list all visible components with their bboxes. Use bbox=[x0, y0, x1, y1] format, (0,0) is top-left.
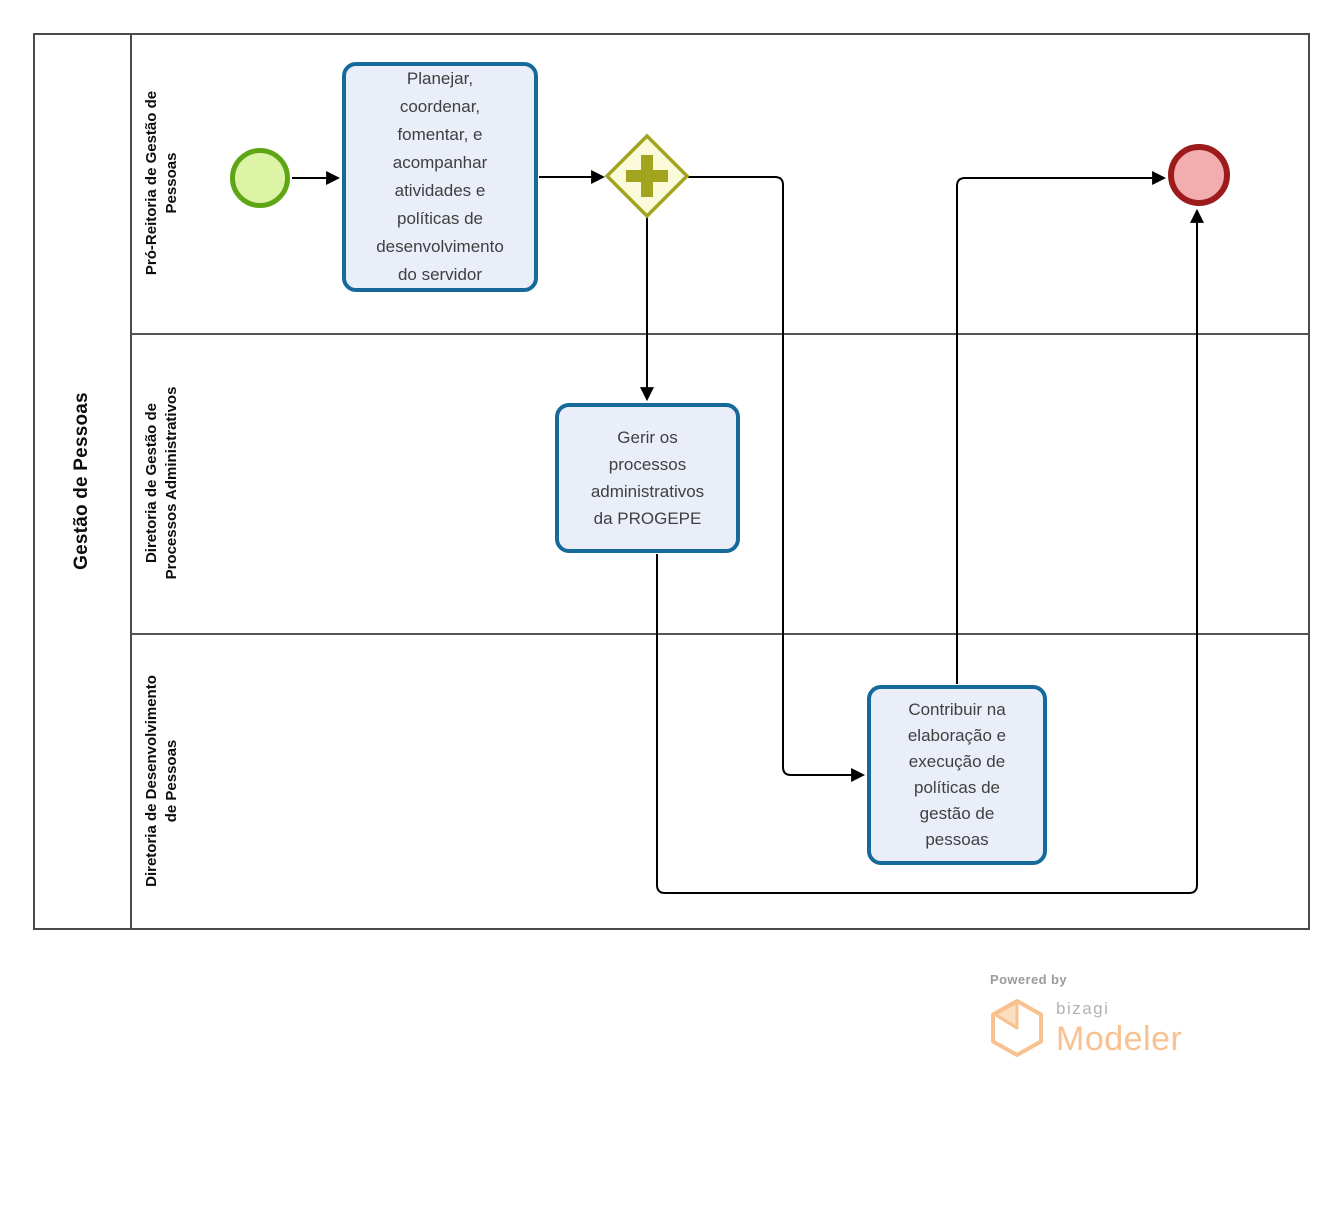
bizagi-wordmark: bizagi bbox=[1056, 999, 1110, 1018]
task-planejar-label: Planejar, coordenar, fomentar, e acompan… bbox=[376, 69, 504, 284]
task-gerir-label: Gerir os processos administrativos da PR… bbox=[590, 428, 705, 528]
lane-label-desenvolvimento: Diretoria de Desenvolvimento de Pessoas bbox=[143, 675, 180, 887]
lane-label-pro-reitoria: Pró-Reitoria de Gestão de Pessoas bbox=[143, 90, 180, 276]
task-gerir[interactable]: Gerir os processos administrativos da PR… bbox=[555, 403, 740, 553]
end-event[interactable] bbox=[1168, 144, 1230, 206]
start-event[interactable] bbox=[230, 148, 290, 208]
modeler-wordmark: Modeler bbox=[1056, 1020, 1183, 1058]
task-contribuir[interactable]: Contribuir na elaboração e execução de p… bbox=[867, 685, 1047, 865]
task-planejar[interactable]: Planejar, coordenar, fomentar, e acompan… bbox=[342, 62, 538, 292]
pool-title: Gestão de Pessoas bbox=[71, 392, 92, 570]
bizagi-modeler-logo: Powered by bizagi Modeler bbox=[988, 972, 1248, 1059]
lane-separator-2 bbox=[130, 633, 1308, 635]
task-contribuir-label: Contribuir na elaboração e execução de p… bbox=[907, 700, 1007, 849]
bizagi-hexagon-icon bbox=[991, 999, 1043, 1057]
pool-label-divider bbox=[130, 35, 132, 928]
lane-separator-1 bbox=[130, 333, 1308, 335]
lane-label-gestao-processos: Diretoria de Gestão de Processos Adminis… bbox=[143, 386, 180, 580]
powered-by-text: Powered by bbox=[990, 972, 1067, 987]
